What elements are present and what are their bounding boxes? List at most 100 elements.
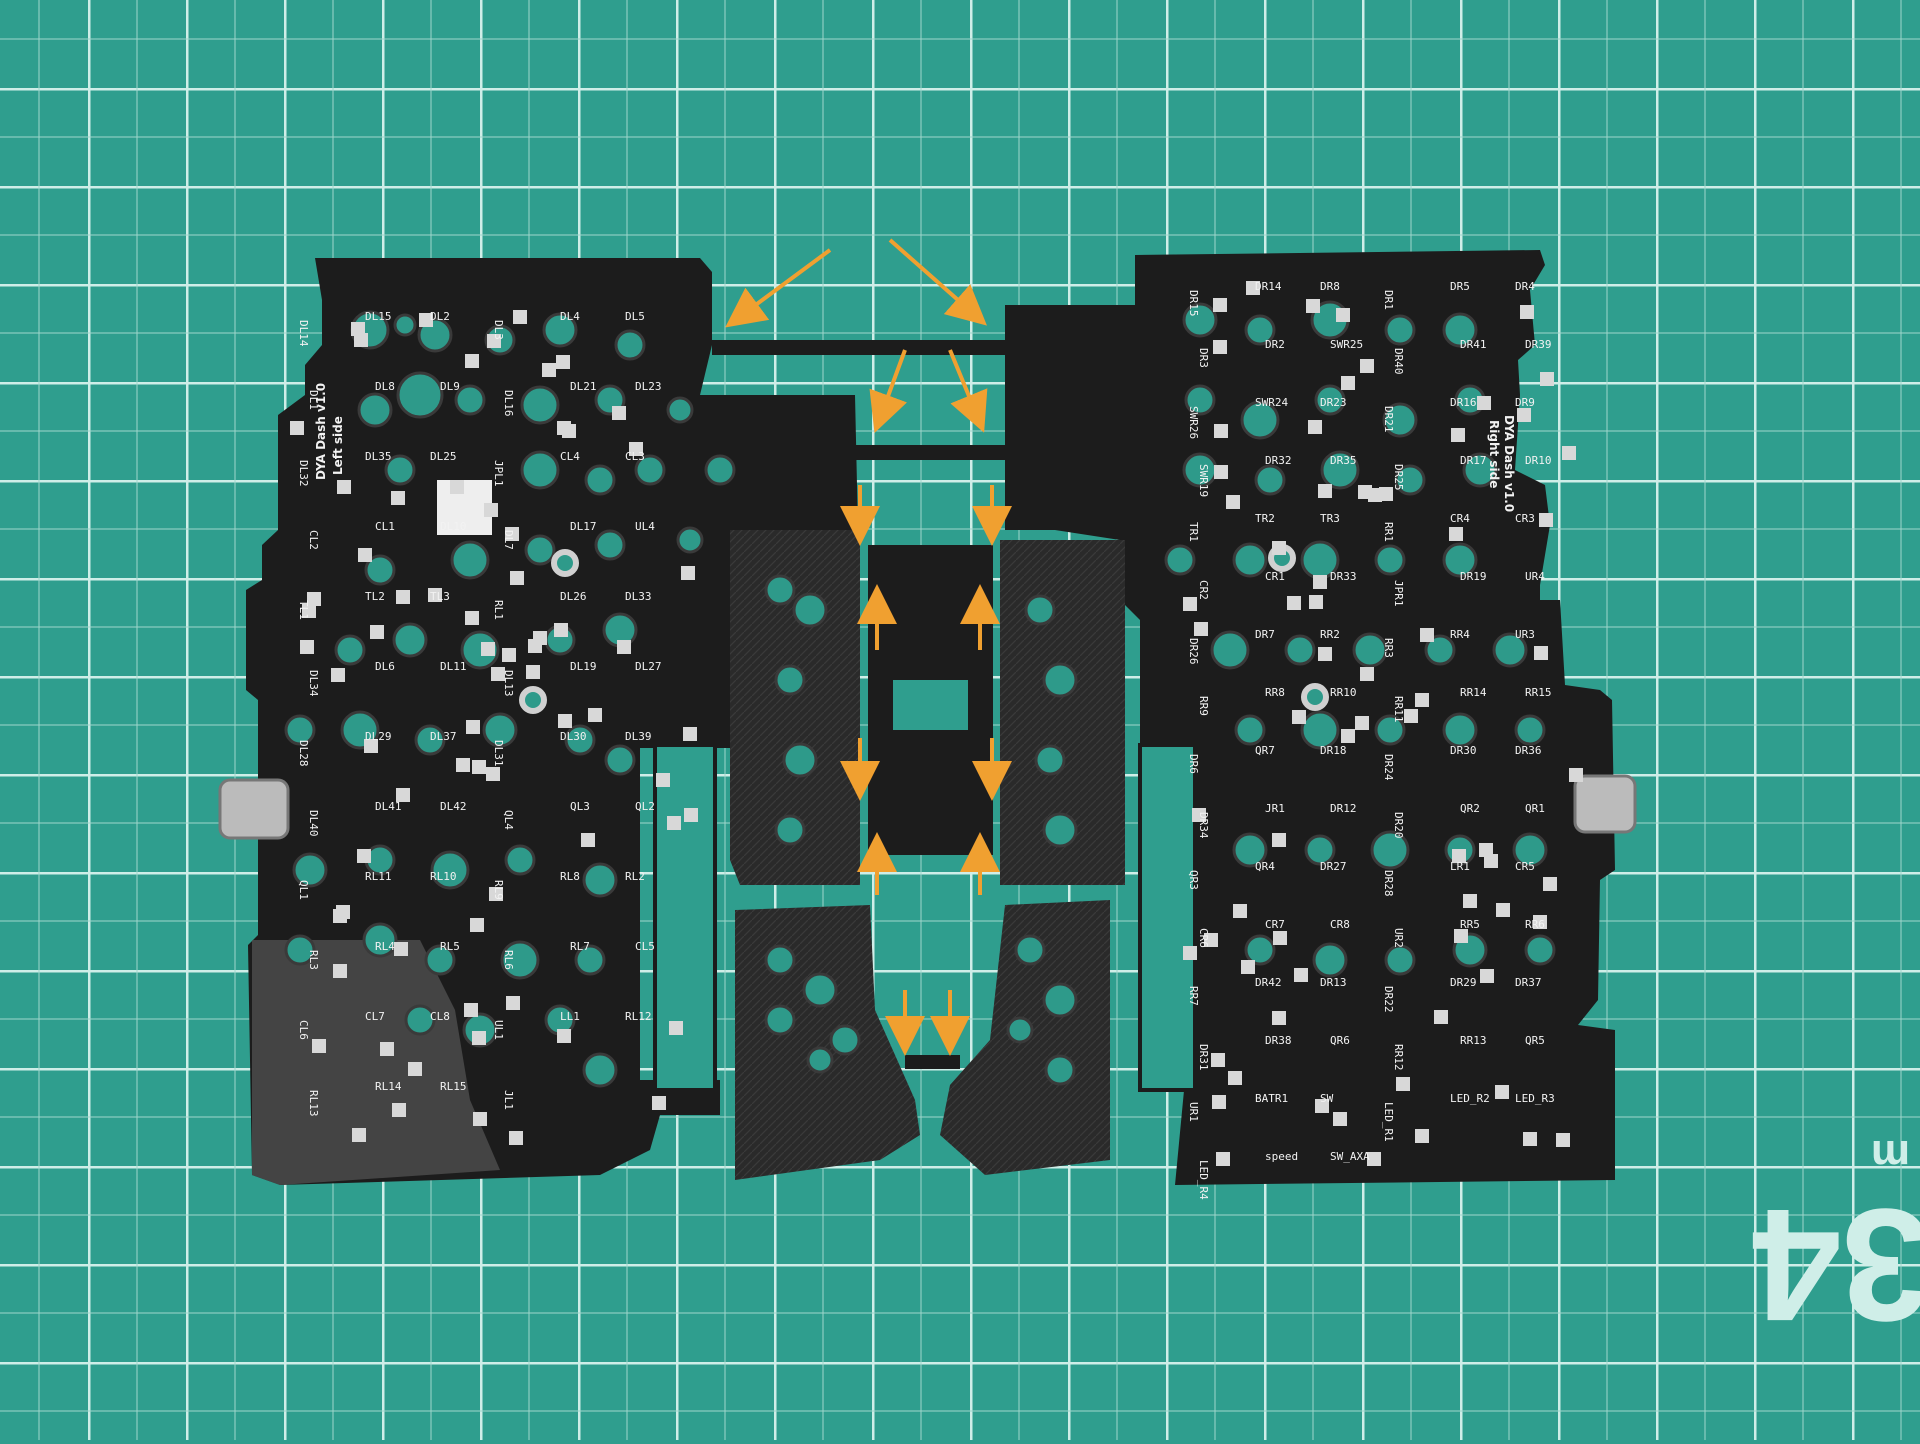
component-designator: DR33: [1330, 570, 1357, 583]
solder-pad: [1272, 833, 1286, 847]
component-designator: LED_R2: [1450, 1092, 1490, 1105]
component-designator: DR18: [1320, 744, 1347, 757]
component-designator: DL27: [635, 660, 662, 673]
component-designator: CR5: [1515, 860, 1535, 873]
component-designator: DL5: [625, 310, 645, 323]
component-designator: DR6: [1187, 754, 1200, 774]
switch-hole: [1240, 400, 1280, 440]
component-designator: SWR24: [1255, 396, 1288, 409]
mat-unit-label: m: [1870, 1131, 1910, 1180]
component-designator: QL2: [635, 800, 655, 813]
switch-hole: [764, 1004, 796, 1036]
solder-pad: [307, 592, 321, 606]
switch-hole: [594, 529, 626, 561]
component-designator: RR9: [1197, 696, 1210, 716]
switch-hole: [1182, 302, 1218, 338]
component-designator: RL8: [560, 870, 580, 883]
switch-hole: [404, 1004, 436, 1036]
component-designator: LL1: [560, 1010, 580, 1023]
component-designator: DL39: [625, 730, 652, 743]
component-designator: RL6: [502, 950, 515, 970]
switch-hole: [764, 944, 796, 976]
switch-hole: [460, 630, 500, 670]
switch-hole: [666, 396, 694, 424]
component-designator: RL11: [365, 870, 392, 883]
solder-pad: [1308, 420, 1322, 434]
switch-hole: [614, 329, 646, 361]
component-designator: DL26: [560, 590, 587, 603]
solder-pad: [486, 767, 500, 781]
solder-pad: [354, 333, 368, 347]
component-designator: DL21: [570, 380, 597, 393]
component-designator: CR3: [1515, 512, 1535, 525]
solder-pad: [669, 1021, 683, 1035]
component-designator: RR15: [1525, 686, 1552, 699]
solder-pad: [554, 623, 568, 637]
switch-hole: [604, 744, 636, 776]
component-designator: UL4: [635, 520, 655, 533]
switch-hole: [1442, 712, 1478, 748]
component-designator: DR27: [1320, 860, 1347, 873]
component-designator: SWR25: [1330, 338, 1363, 351]
component-designator: DL11: [440, 660, 467, 673]
left-usb-c-port: [218, 778, 290, 840]
switch-holes: [284, 300, 1556, 1088]
switch-hole: [393, 313, 417, 337]
switch-hole: [829, 1024, 861, 1056]
switch-hole: [582, 862, 618, 898]
component-designator: DR32: [1265, 454, 1292, 467]
component-designator: DL30: [560, 730, 587, 743]
component-designator: RR3: [1382, 638, 1395, 658]
switch-hole: [792, 592, 828, 628]
solder-pads: [290, 281, 1583, 1166]
component-designator: QR4: [1255, 860, 1275, 873]
solder-pad: [1306, 299, 1320, 313]
component-designator: RR11: [1392, 696, 1405, 723]
left-thumb-plate: [730, 530, 860, 885]
solder-pad: [1213, 298, 1227, 312]
component-designator: DL23: [635, 380, 662, 393]
right-usb-c-port: [1573, 774, 1637, 834]
component-designator: CR6: [1197, 928, 1210, 948]
component-designator: RL1: [492, 600, 505, 620]
component-designator: LED_R1: [1382, 1102, 1395, 1142]
solder-pad: [380, 1042, 394, 1056]
solder-pad: [1272, 541, 1286, 555]
switch-hole: [1254, 464, 1286, 496]
component-designator: DR22: [1382, 986, 1395, 1013]
solder-pad: [472, 1031, 486, 1045]
solder-pad: [1415, 693, 1429, 707]
switch-hole: [1442, 312, 1478, 348]
component-designator: DL29: [365, 730, 392, 743]
switch-hole: [1232, 542, 1268, 578]
component-designator: DL7: [502, 530, 515, 550]
component-designator: CL1: [375, 520, 395, 533]
right-slot: [1138, 743, 1197, 1092]
solder-pad: [290, 421, 304, 435]
component-designator: DL33: [625, 590, 652, 603]
left-slot: [653, 743, 717, 1092]
component-designator: DR19: [1460, 570, 1487, 583]
component-designator: speed: [1265, 1150, 1298, 1163]
solder-pad: [1480, 969, 1494, 983]
solder-pad: [491, 667, 505, 681]
component-designator: DL15: [365, 310, 392, 323]
arrow: [869, 349, 908, 434]
switch-hole: [1300, 710, 1340, 750]
solder-pad: [1183, 597, 1197, 611]
switch-hole: [774, 814, 806, 846]
arrow: [725, 248, 832, 328]
switch-hole: [284, 934, 316, 966]
solder-pad: [1313, 575, 1327, 589]
solder-pad: [1569, 768, 1583, 782]
switch-hole: [357, 392, 393, 428]
component-designator: CL4: [560, 450, 580, 463]
switch-hole: [1314, 384, 1346, 416]
solder-pad: [1539, 513, 1553, 527]
component-designator: DR17: [1460, 454, 1487, 467]
component-designator: RR1: [1382, 522, 1395, 542]
switch-hole: [292, 852, 328, 888]
solder-pad: [509, 1131, 523, 1145]
solder-pad: [473, 1112, 487, 1126]
switch-hole: [334, 634, 366, 666]
